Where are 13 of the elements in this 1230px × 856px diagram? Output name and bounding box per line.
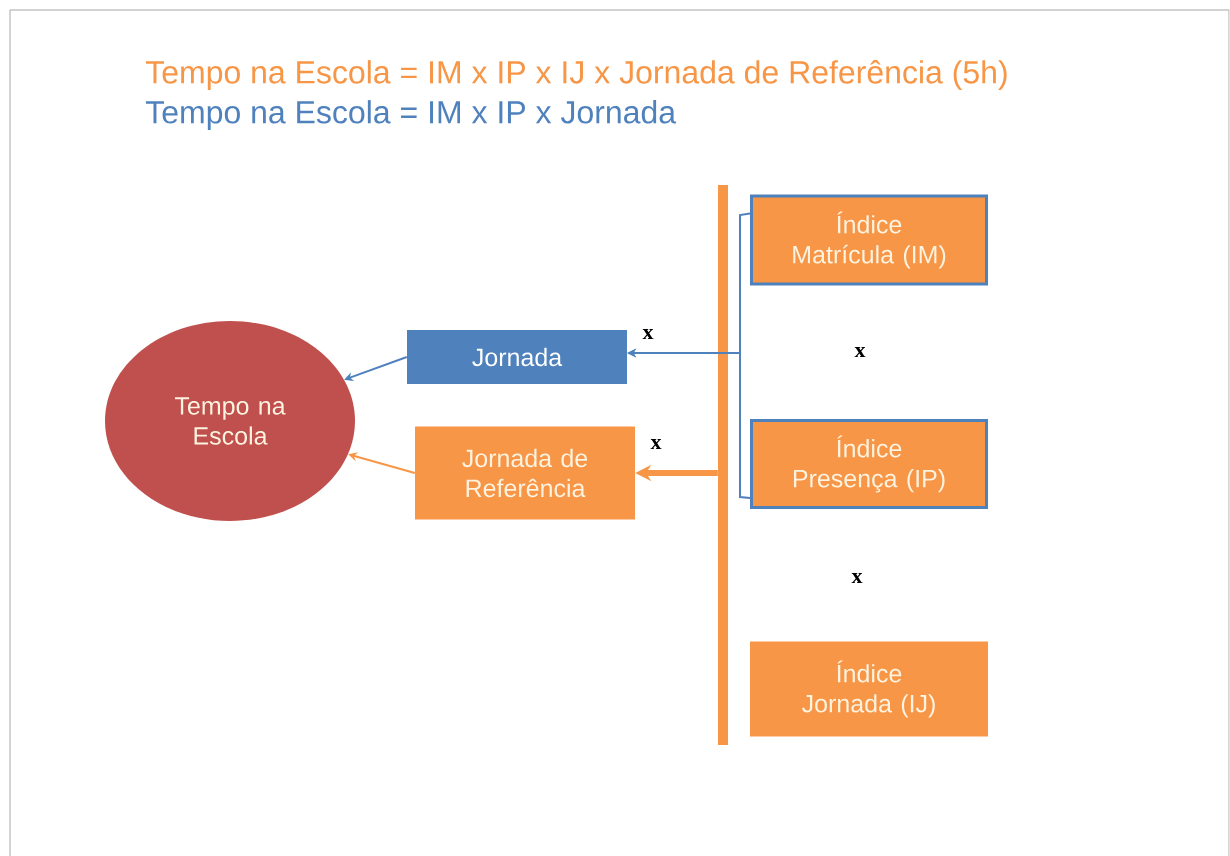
process-box: Jornada de Referência — [415, 426, 635, 520]
multiply-sign: x — [854, 346, 866, 358]
arrow — [344, 356, 408, 381]
index-box: Índice Matrícula (IM) — [750, 194, 988, 286]
multiply-sign: x — [642, 328, 654, 340]
bracket-bar — [718, 185, 728, 745]
process-box: Jornada — [407, 330, 627, 384]
multiply-sign: x — [650, 438, 662, 450]
formula-heading: Tempo na Escola = IM x IP x Jornada — [145, 100, 677, 130]
index-box: Índice Presença (IP) — [750, 419, 988, 509]
multiply-sign: x — [851, 572, 863, 584]
index-box: Índice Jornada (IJ) — [750, 641, 988, 737]
formula-heading: Tempo na Escola = IM x IP x IJ x Jornada de Referência (5h) — [145, 60, 1007, 90]
